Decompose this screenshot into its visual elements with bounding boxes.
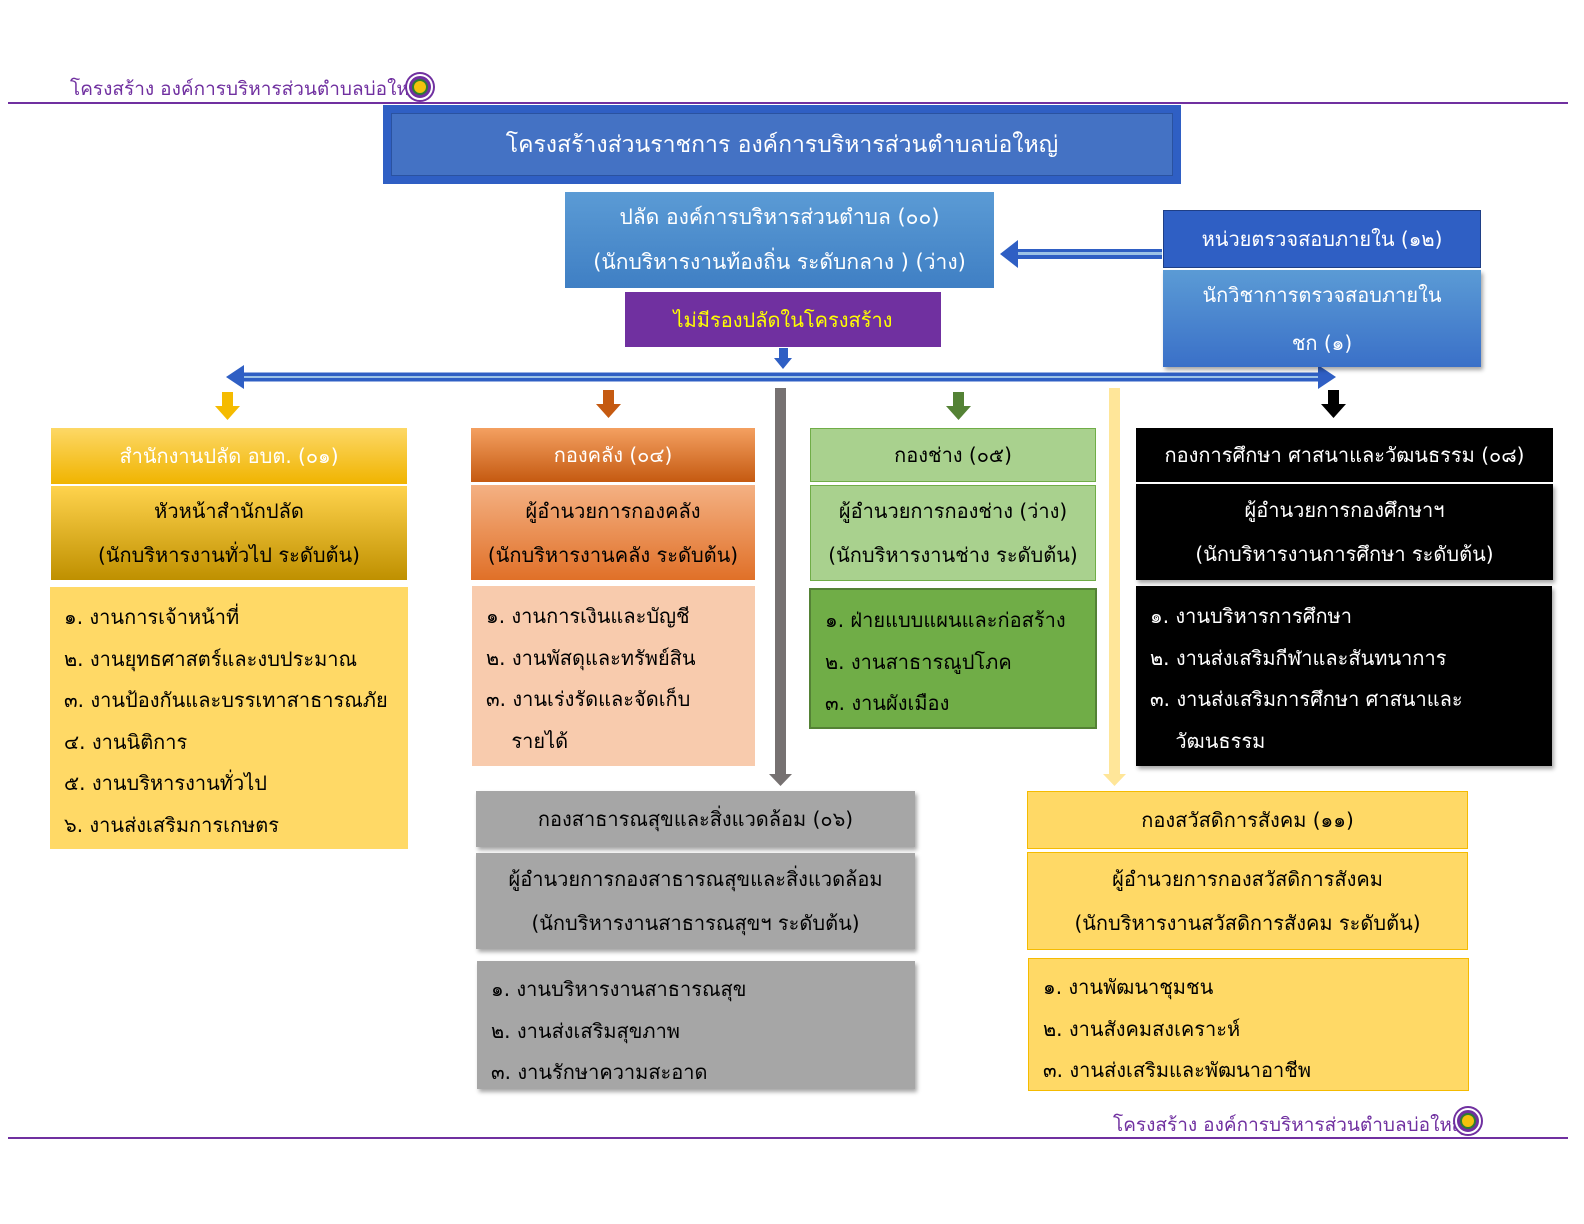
finance-title: กองคลัง (๐๔)	[471, 428, 755, 482]
list-item: ๓. งานส่งเสริมและพัฒนาอาชีพ	[1043, 1058, 1312, 1082]
education-title: กองการศึกษา ศาสนาและวัฒนธรรม (๐๘)	[1136, 428, 1553, 482]
list-item: ๔. งานนิติการ	[64, 729, 188, 754]
header-divider	[8, 102, 1568, 104]
list-item: รายได้	[486, 728, 569, 753]
engineering-title: กองช่าง (๐๕)	[810, 428, 1096, 482]
office-arrow-shaft	[222, 392, 233, 408]
list-item: ๓. งานผังเมือง	[825, 691, 950, 715]
palad-box: ปลัด องค์การบริหารส่วนตำบล (๐๐) (นักบริห…	[565, 192, 994, 288]
finance-head: ผู้อำนวยการกองคลัง (นักบริหารงานคลัง ระด…	[471, 485, 755, 580]
health-task-list: ๑. งานบริหารงานสาธารณสุข ๒. งานส่งเสริมส…	[477, 961, 915, 1089]
list-item: ๑. งานการเงินและบัญชี	[486, 604, 690, 628]
office-task-list: ๑. งานการเจ้าหน้าที่ ๒. งานยุทธศาสตร์และ…	[50, 587, 408, 849]
office-head-title: หัวหน้าสำนักปลัด	[154, 499, 304, 523]
list-item: ๑. งานการเจ้าหน้าที่	[64, 605, 240, 629]
education-arrow-shaft	[1328, 390, 1339, 406]
office-head-position: (นักบริหารงานทั่วไป ระดับต้น)	[97, 543, 360, 567]
list-item: ๓. งานส่งเสริมการศึกษา ศาสนาและ	[1150, 687, 1463, 711]
list-item: ๓. งานรักษาความสะอาด	[491, 1060, 708, 1084]
finance-head-title: ผู้อำนวยการกองคลัง	[525, 498, 701, 523]
health-head-title: ผู้อำนวยการกองสาธารณสุขและสิ่งแวดล้อม	[508, 867, 883, 891]
office-arrowhead	[215, 406, 240, 420]
welfare-head: ผู้อำนวยการกองสวัสดิการสังคม (นักบริหารง…	[1027, 852, 1468, 950]
engineering-arrow-shaft	[953, 392, 964, 408]
audit-staff-line1: นักวิชาการตรวจสอบภายใน	[1202, 282, 1442, 307]
welfare-task-list: ๑. งานพัฒนาชุมชน ๒. งานสังคมสงเคราะห์ ๓.…	[1028, 958, 1469, 1091]
welfare-head-title: ผู้อำนวยการกองสวัสดิการสังคม	[1112, 867, 1383, 891]
audit-connector-highlight	[1015, 252, 1162, 255]
audit-unit-staff: นักวิชาการตรวจสอบภายใน ชก (๑)	[1163, 270, 1481, 367]
education-head: ผู้อำนวยการกองศึกษาฯ (นักบริหารงานการศึก…	[1136, 484, 1553, 580]
palad-subtitle: (นักบริหารงานท้องถิ่น ระดับกลาง ) (ว่าง)	[593, 250, 966, 274]
welfare-arrowhead	[1103, 774, 1126, 786]
engineering-task-list: ๑. ฝ่ายแบบแผนและก่อสร้าง ๒. งานสาธารณูปโ…	[809, 588, 1097, 729]
left-arrowhead	[226, 365, 244, 389]
audit-staff-line2: ชก (๑)	[1291, 330, 1353, 355]
list-item: ๓. งานเร่งรัดและจัดเก็บ	[486, 687, 691, 711]
list-item: ๒. งานสาธารณูปโภค	[825, 649, 1012, 674]
footer-divider	[8, 1137, 1568, 1139]
title-banner: โครงสร้างส่วนราชการ องค์การบริหารส่วนตำบ…	[383, 105, 1181, 184]
audit-unit-title: หน่วยตรวจสอบภายใน (๑๒)	[1163, 210, 1481, 268]
list-item: ๒. งานส่งเสริมสุขภาพ	[491, 1018, 680, 1043]
engineering-head-title: ผู้อำนวยการกองช่าง (ว่าง)	[838, 499, 1068, 523]
page-title: โครงสร้างส่วนราชการ องค์การบริหารส่วนตำบ…	[391, 113, 1173, 176]
engineering-arrowhead	[946, 406, 971, 420]
header-text: โครงสร้าง องค์การบริหารส่วนตำบลบ่อใหญ่	[70, 78, 426, 100]
education-head-position: (นักบริหารงานการศึกษา ระดับต้น)	[1195, 542, 1494, 566]
list-item: ๖. งานส่งเสริมการเกษตร	[64, 812, 279, 837]
finance-task-list: ๑. งานการเงินและบัญชี ๒. งานพัสดุและทรัพ…	[472, 586, 755, 766]
health-head-position: (นักบริหารงานสาธารณสุขฯ ระดับต้น)	[531, 911, 860, 935]
center-down-connector	[779, 348, 788, 360]
education-head-title: ผู้อำนวยการกองศึกษาฯ	[1244, 498, 1445, 522]
finance-head-position: (นักบริหารงานคลัง ระดับต้น)	[487, 542, 739, 567]
palad-title: ปลัด องค์การบริหารส่วนตำบล (๐๐)	[619, 205, 940, 229]
center-down-arrowhead	[774, 358, 792, 369]
no-deputy-note: ไม่มีรองปลัดในโครงสร้าง	[625, 292, 941, 347]
seal-logo-icon	[1455, 1108, 1481, 1134]
footer-text: โครงสร้าง องค์การบริหารส่วนตำบลบ่อใหญ่	[1113, 1114, 1469, 1136]
list-item: ๑. งานพัฒนาชุมชน	[1043, 975, 1214, 999]
list-item: ๒. งานส่งเสริมกีฬาและสันทนาการ	[1150, 645, 1447, 670]
list-item: ๕. งานบริหารงานทั่วไป	[64, 771, 267, 795]
right-arrowhead	[1318, 365, 1336, 389]
education-arrowhead	[1321, 404, 1346, 418]
audit-arrowhead	[1000, 240, 1018, 268]
education-task-list: ๑. งานบริหารการศึกษา ๒. งานส่งเสริมกีฬาแ…	[1136, 586, 1552, 766]
office-head: หัวหน้าสำนักปลัด (นักบริหารงานทั่วไป ระด…	[51, 486, 407, 580]
health-head: ผู้อำนวยการกองสาธารณสุขและสิ่งแวดล้อม (น…	[476, 853, 915, 949]
list-item: ๑. ฝ่ายแบบแผนและก่อสร้าง	[825, 608, 1066, 632]
health-arrow-shaft	[775, 388, 786, 776]
finance-arrow-shaft	[603, 390, 614, 406]
welfare-title: กองสวัสดิการสังคม (๑๑)	[1027, 791, 1468, 849]
health-title: กองสาธารณสุขและสิ่งแวดล้อม (๐๖)	[476, 791, 915, 847]
welfare-arrow-shaft	[1109, 388, 1120, 776]
health-arrowhead	[769, 774, 792, 786]
list-item: ๑. งานบริหารการศึกษา	[1150, 604, 1352, 628]
seal-logo-icon	[407, 74, 433, 100]
engineering-head-position: (นักบริหารงานช่าง ระดับต้น)	[828, 543, 1078, 567]
list-item: ๒. งานยุทธศาสตร์และงบประมาณ	[64, 646, 358, 671]
list-item: วัฒนธรรม	[1150, 728, 1266, 753]
list-item: ๒. งานสังคมสงเคราะห์	[1043, 1016, 1241, 1041]
finance-arrowhead	[596, 404, 621, 418]
list-item: ๒. งานพัสดุและทรัพย์สิน	[486, 645, 696, 670]
list-item: ๓. งานป้องกันและบรรเทาสาธารณภัย	[64, 688, 388, 712]
welfare-head-position: (นักบริหารงานสวัสดิการสังคม ระดับต้น)	[1074, 911, 1421, 935]
list-item: ๑. งานบริหารงานสาธารณสุข	[491, 977, 747, 1001]
engineering-head: ผู้อำนวยการกองช่าง (ว่าง) (นักบริหารงานช…	[810, 485, 1096, 581]
office-title: สำนักงานปลัด อบต. (๐๑)	[51, 428, 407, 484]
